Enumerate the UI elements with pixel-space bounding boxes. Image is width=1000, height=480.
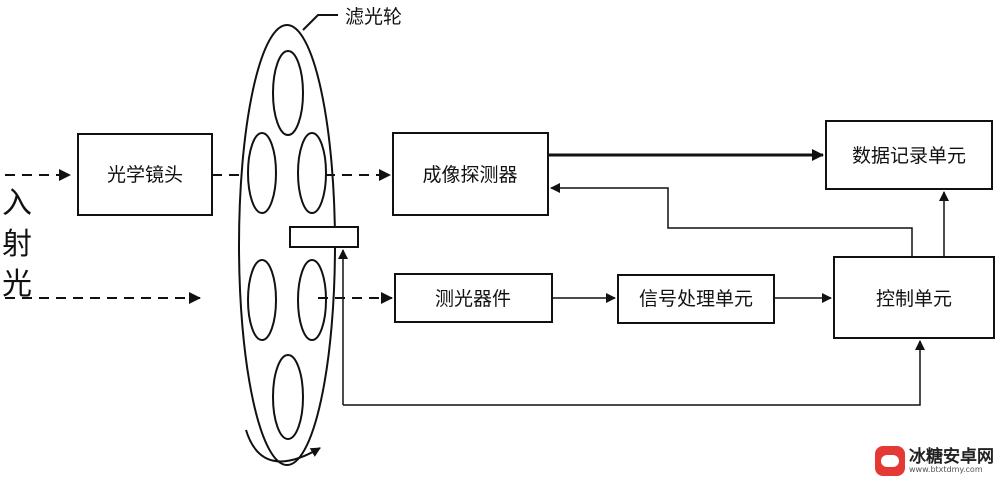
watermark: 冰糖安卓网 www.btxtdmy.com xyxy=(875,446,994,476)
filter-aperture-5 xyxy=(297,259,327,341)
filter-wheel-leader xyxy=(302,14,338,31)
filter-wheel xyxy=(238,14,359,466)
incident-light-char-2: 射 xyxy=(2,227,32,262)
incident-light-char-3: 光 xyxy=(2,267,32,302)
imaging-detector-label: 成像探测器 xyxy=(422,164,517,186)
filter-wheel-label: 滤光轮 xyxy=(345,6,402,28)
photometer-label: 测光器件 xyxy=(435,288,511,310)
filter-aperture-3 xyxy=(297,132,327,214)
rotation-arrow xyxy=(245,429,321,463)
data-recorder-box xyxy=(825,120,993,190)
data-recorder-label: 数据记录单元 xyxy=(852,145,966,167)
filter-aperture-2 xyxy=(247,132,277,214)
control-unit-box xyxy=(833,256,995,339)
photometer-box xyxy=(394,273,553,323)
filter-aperture-6 xyxy=(272,354,304,440)
filter-aperture-1 xyxy=(272,50,304,136)
watermark-title: 冰糖安卓网 xyxy=(909,446,994,467)
signal-processor-label: 信号处理单元 xyxy=(639,288,753,310)
watermark-logo-icon xyxy=(875,446,905,476)
signal-processor-box xyxy=(617,274,775,324)
imaging-detector-box xyxy=(392,132,549,216)
sensor-to-control-loop xyxy=(343,340,925,406)
watermark-url: www.btxtdmy.com xyxy=(909,464,983,474)
incident-light-char-1: 入 xyxy=(2,186,32,221)
optical-lens-box xyxy=(77,133,213,216)
optical-lens-label: 光学镜头 xyxy=(107,164,183,186)
control-unit-label: 控制单元 xyxy=(876,288,952,310)
control-to-detector-feedback xyxy=(550,183,913,257)
rotation-sensor xyxy=(289,226,359,248)
filter-aperture-4 xyxy=(247,259,277,341)
